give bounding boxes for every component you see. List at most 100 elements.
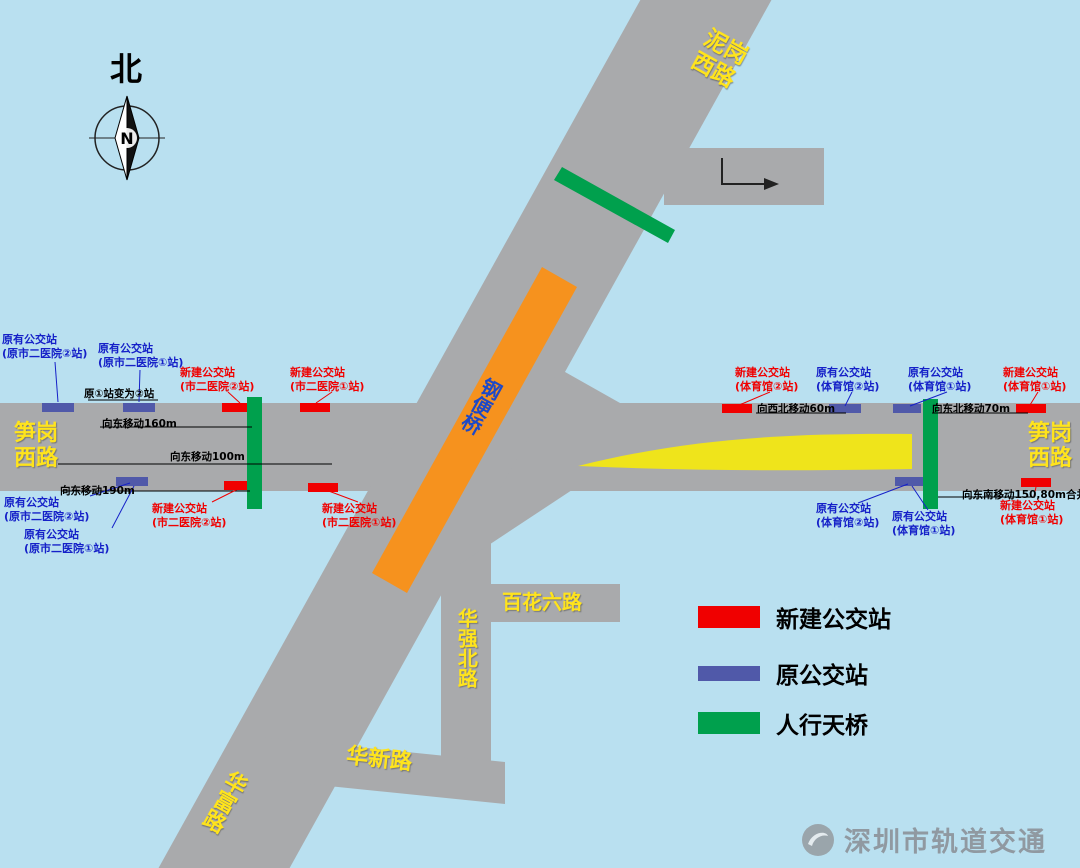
- annotation-move-southeast-merge: 向东南移动150,80m合并: [962, 489, 1080, 501]
- stop-label-line2: (市二医院①站): [290, 379, 365, 393]
- stop-label-line2: (体育馆①站): [1000, 512, 1064, 526]
- road-label-huaqiang-north: 华强北路: [454, 608, 479, 688]
- legend-label-footbridge: 人行天桥: [776, 713, 868, 739]
- bus-stop-existing: [123, 403, 155, 412]
- bus-stop-new: [1016, 404, 1046, 413]
- callout-line-new: [325, 489, 359, 503]
- stop-label-line1: 新建公交站: [180, 366, 235, 379]
- footbridge-east: [923, 399, 938, 509]
- watermark: 深圳市轨道交通: [800, 820, 1047, 859]
- median-island: [578, 433, 912, 471]
- legend-row-old-stop: 原公交站: [698, 656, 868, 690]
- turn-arrow-head: [764, 178, 779, 190]
- callout-line-existing: [54, 361, 59, 403]
- stop-label-line1: 原有公交站: [816, 366, 871, 379]
- stop-label-existing-gym2-south: 原有公交站 (体育馆②站): [816, 502, 879, 530]
- legend-label-new-stop: 新建公交站: [776, 607, 891, 633]
- callout-line-existing: [909, 391, 948, 407]
- stop-label-existing-hospital2-north: 原有公交站 (原市二医院②站): [2, 333, 87, 361]
- legend-row-footbridge: 人行天桥: [698, 706, 868, 740]
- stop-label-line1: 原有公交站: [98, 342, 153, 355]
- watermark-text: 深圳市轨道交通: [844, 827, 1047, 858]
- stop-label-new-hospital2-south: 新建公交站 (市二医院②站): [152, 502, 226, 530]
- watermark-logo-circle: [802, 823, 834, 856]
- road-fillet-ne: [546, 368, 620, 403]
- stop-label-line2: (体育馆①站): [1003, 379, 1067, 393]
- stop-label-new-hospital1-north: 新建公交站 (市二医院①站): [290, 366, 364, 394]
- stop-label-line2: (体育馆②站): [735, 379, 799, 393]
- stop-label-line2: (原市二医院①站): [98, 355, 184, 369]
- stop-label-line2: (体育馆①站): [908, 379, 972, 393]
- stop-label-existing-gym1-north: 原有公交站 (体育馆①站): [908, 366, 971, 394]
- stop-label-new-gym1-south: 新建公交站 (体育馆①站): [1000, 499, 1063, 527]
- stop-label-line1: 新建公交站: [290, 366, 345, 379]
- callout-line-existing: [857, 483, 909, 504]
- callout-line-new: [1033, 486, 1037, 497]
- compass-letter-n: N: [120, 129, 133, 148]
- stop-label-line2: (市二医院②站): [180, 379, 255, 393]
- stop-label-existing-gym2-north: 原有公交站 (体育馆②站): [816, 366, 879, 394]
- annotation-move-east-160m: 向东移动160m: [102, 418, 177, 430]
- road-branch-northeast: [664, 148, 824, 205]
- compass-north-label: 北: [110, 50, 143, 88]
- road-baihua-6th: [468, 584, 620, 622]
- stop-label-existing-hospital1-north: 原有公交站 (原市二医院①站): [98, 342, 183, 370]
- callout-line-existing: [911, 485, 929, 511]
- stop-label-line1: 原有公交站: [908, 366, 963, 379]
- stop-label-line1: 新建公交站: [1000, 499, 1055, 512]
- road-huaxin: [250, 736, 505, 804]
- stop-label-line2: (市二医院②站): [152, 515, 227, 529]
- stop-label-line1: 原有公交站: [24, 528, 79, 541]
- steel-bridge: [372, 267, 577, 593]
- stop-label-new-hospital1-south: 新建公交站 (市二医院①站): [322, 502, 396, 530]
- compass-rose: N: [89, 95, 165, 181]
- bus-stop-existing: [116, 477, 148, 486]
- callout-line-new: [1029, 391, 1039, 406]
- bus-stop-new: [1021, 478, 1051, 487]
- callout-line-existing: [138, 369, 141, 403]
- bus-stop-new: [722, 404, 752, 413]
- bus-stop-existing: [42, 403, 74, 412]
- stop-label-line2: (体育馆①站): [892, 523, 956, 537]
- road-label-sungang-west-left: 笋岗西路: [13, 421, 58, 471]
- bus-stop-new: [300, 403, 330, 412]
- road-label-baihua-6th: 百花六路: [502, 590, 582, 614]
- stop-label-line1: 新建公交站: [152, 502, 207, 515]
- stop-label-line2: (市二医院①站): [322, 515, 397, 529]
- compass-center-disc: [117, 128, 137, 148]
- stop-label-new-hospital2-north: 新建公交站 (市二医院②站): [180, 366, 254, 394]
- stop-label-new-gym1-north: 新建公交站 (体育馆①站): [1003, 366, 1066, 394]
- watermark-logo: [802, 823, 834, 856]
- legend-swatch-new-stop: [698, 606, 760, 628]
- callout-line-existing: [844, 391, 853, 407]
- footbridge-north: [554, 167, 675, 243]
- callout-line-new: [211, 487, 241, 503]
- callout-line-new: [227, 391, 241, 404]
- stop-label-existing-hospital2-south: 原有公交站 (原市二医院②站): [4, 496, 89, 524]
- road-fillet-se: [460, 490, 572, 564]
- stop-label-line2: (原市二医院①站): [24, 541, 110, 555]
- stop-label-new-gym2-north: 新建公交站 (体育馆②站): [735, 366, 798, 394]
- bus-stop-new: [224, 481, 252, 490]
- stop-label-line1: 原有公交站: [2, 333, 57, 346]
- stop-label-line1: 原有公交站: [4, 496, 59, 509]
- stop-label-line1: 新建公交站: [322, 502, 377, 515]
- annotation-station-renumber: 原①站变为②站: [84, 388, 155, 400]
- stop-label-existing-hospital1-south: 原有公交站 (原市二医院①站): [24, 528, 109, 556]
- turn-arrow-line: [721, 158, 764, 185]
- legend-label-old-stop: 原公交站: [776, 663, 868, 689]
- stop-label-line1: 新建公交站: [1003, 366, 1058, 379]
- stop-label-line2: (体育馆②站): [816, 379, 880, 393]
- stop-label-existing-gym1-south: 原有公交站 (体育馆①站): [892, 510, 955, 538]
- stop-label-line1: 新建公交站: [735, 366, 790, 379]
- annotation-move-east-100m: 向东移动100m: [170, 451, 245, 463]
- annotation-move-northeast-70m: 向东北移动70m: [932, 403, 1011, 415]
- stop-label-line2: (体育馆②站): [816, 515, 880, 529]
- bus-stop-existing: [829, 404, 861, 413]
- callout-line-existing: [111, 485, 135, 529]
- watermark-logo-swoosh: [808, 832, 828, 846]
- legend-swatch-footbridge: [698, 712, 760, 734]
- callout-line-new: [315, 391, 333, 404]
